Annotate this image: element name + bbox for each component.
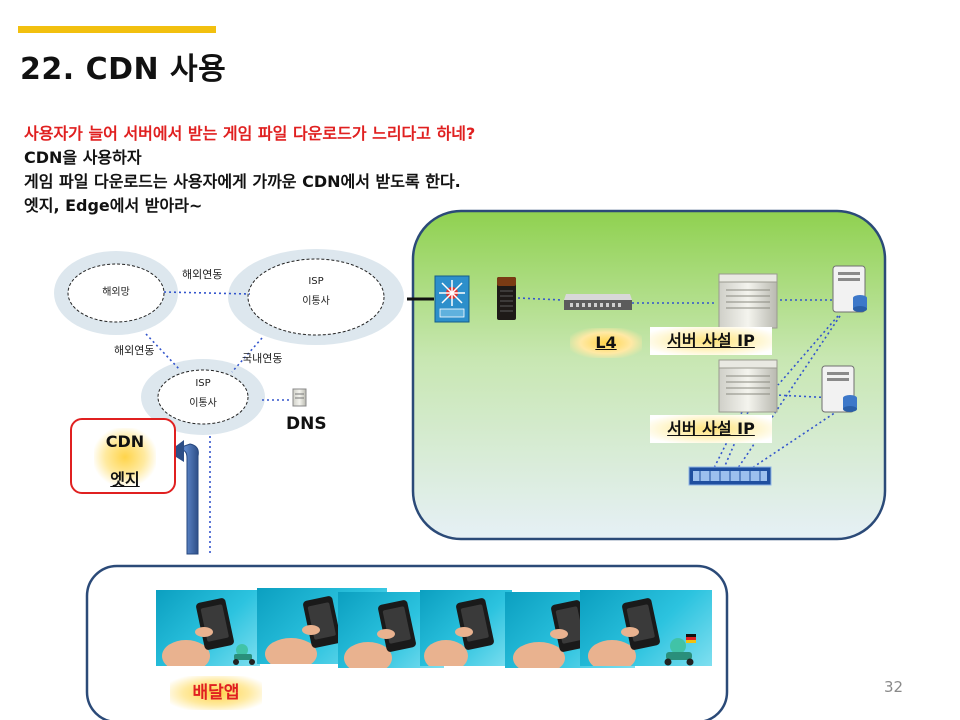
isp-bottom-label-2: 이통사 [189,398,217,409]
description-line-1: 사용자가 늘어 서버에서 받는 게임 파일 다운로드가 느리다고 하네? [24,124,476,143]
slide-title: 22. CDN 사용 [20,52,227,87]
link-label-domestic: 국내연동 [242,352,283,365]
isp-bottom-label-1: ISP [195,378,211,389]
upload-arrow-icon [168,440,199,555]
cdn-label: CDN [105,432,145,451]
datacenter-area [411,209,887,541]
l4-highlight [570,328,642,358]
description-line-4: 엣지, Edge에서 받아라~ [24,196,203,215]
dns-server-icon [292,388,307,407]
edge-label: 엣지 [110,470,140,489]
delivery-app-image [420,590,512,666]
delivery-rider-icon [588,598,696,666]
overseas-net-label: 해외망 [102,287,130,298]
smartphone-icon [162,598,255,666]
delivery-app-image [580,590,712,666]
server-tower-icon [718,359,778,413]
delivery-app-image [156,590,260,666]
smartphone-icon [513,600,589,668]
description-line-2: CDN을 사용하자 [24,148,142,167]
core-switch-icon [434,275,470,323]
firewall-icon [497,277,516,320]
link-label-overseas-left: 해외연동 [114,344,155,357]
smartphone-icon [265,596,344,664]
accent-bar [18,26,216,33]
database-server-icon [821,365,857,413]
server-private-ip-label-1: 서버 사설 IP [650,327,772,355]
rack-switch-icon [688,466,772,486]
smartphone-icon [344,600,416,668]
isp-top-label-1: ISP [308,276,324,287]
database-server-icon [832,265,867,313]
server-tower-icon [718,273,778,329]
delivery-app-label: 배달앱 [170,676,262,710]
page-number: 32 [884,678,904,696]
l4-label: L4 [595,333,617,352]
dns-label: DNS [286,414,327,434]
l4-switch-icon [564,294,632,310]
cdn-highlight [94,428,156,486]
isp-top-label-2: 이통사 [302,296,330,307]
smartphone-icon [424,598,494,666]
link-label-overseas: 해외연동 [182,268,223,281]
description-line-3: 게임 파일 다운로드는 사용자에게 가까운 CDN에서 받도록 한다. [24,172,461,191]
server-private-ip-label-2: 서버 사설 IP [650,415,772,443]
